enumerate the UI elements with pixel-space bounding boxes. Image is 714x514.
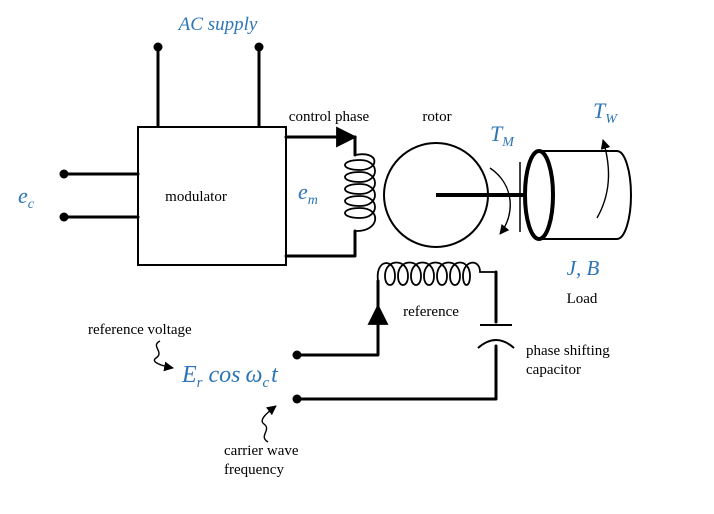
ac-supply-label: AC supply [177,14,258,35]
control-phase-label: control phase [289,109,370,125]
carrier-wave-label: carrier wave [224,443,299,459]
reference-label: reference [403,304,459,320]
tm-symbol: TM [490,121,515,150]
phase-shifting-capacitor [477,324,515,349]
load-label: Load [567,291,598,307]
ac-supply-terminals [153,42,264,129]
phase-shifting-label: phase shifting [526,343,610,359]
jb-symbol: J, B [567,256,600,280]
rotor-label: rotor [422,109,451,125]
modulator-box [137,126,287,266]
tm-torque-arrow [489,167,511,235]
control-phase-wiring [284,126,358,258]
tw-torque-arrow [596,139,611,219]
ec-input-terminals [59,169,140,222]
reference-voltage-label: reference voltage [88,322,192,338]
frequency-label: frequency [224,462,284,478]
reference-voltage-pointer [153,340,174,372]
control-coil [344,153,377,232]
em-symbol: em [298,179,318,208]
reference-coil [376,261,496,286]
reference-wiring [292,270,498,404]
carrier-wave-pointer [261,405,277,443]
capacitor-label: capacitor [526,362,581,378]
modulator-label: modulator [165,189,227,205]
load-cylinder [519,149,632,241]
tw-symbol: TW [593,98,618,127]
ec-symbol: ec [18,183,35,212]
